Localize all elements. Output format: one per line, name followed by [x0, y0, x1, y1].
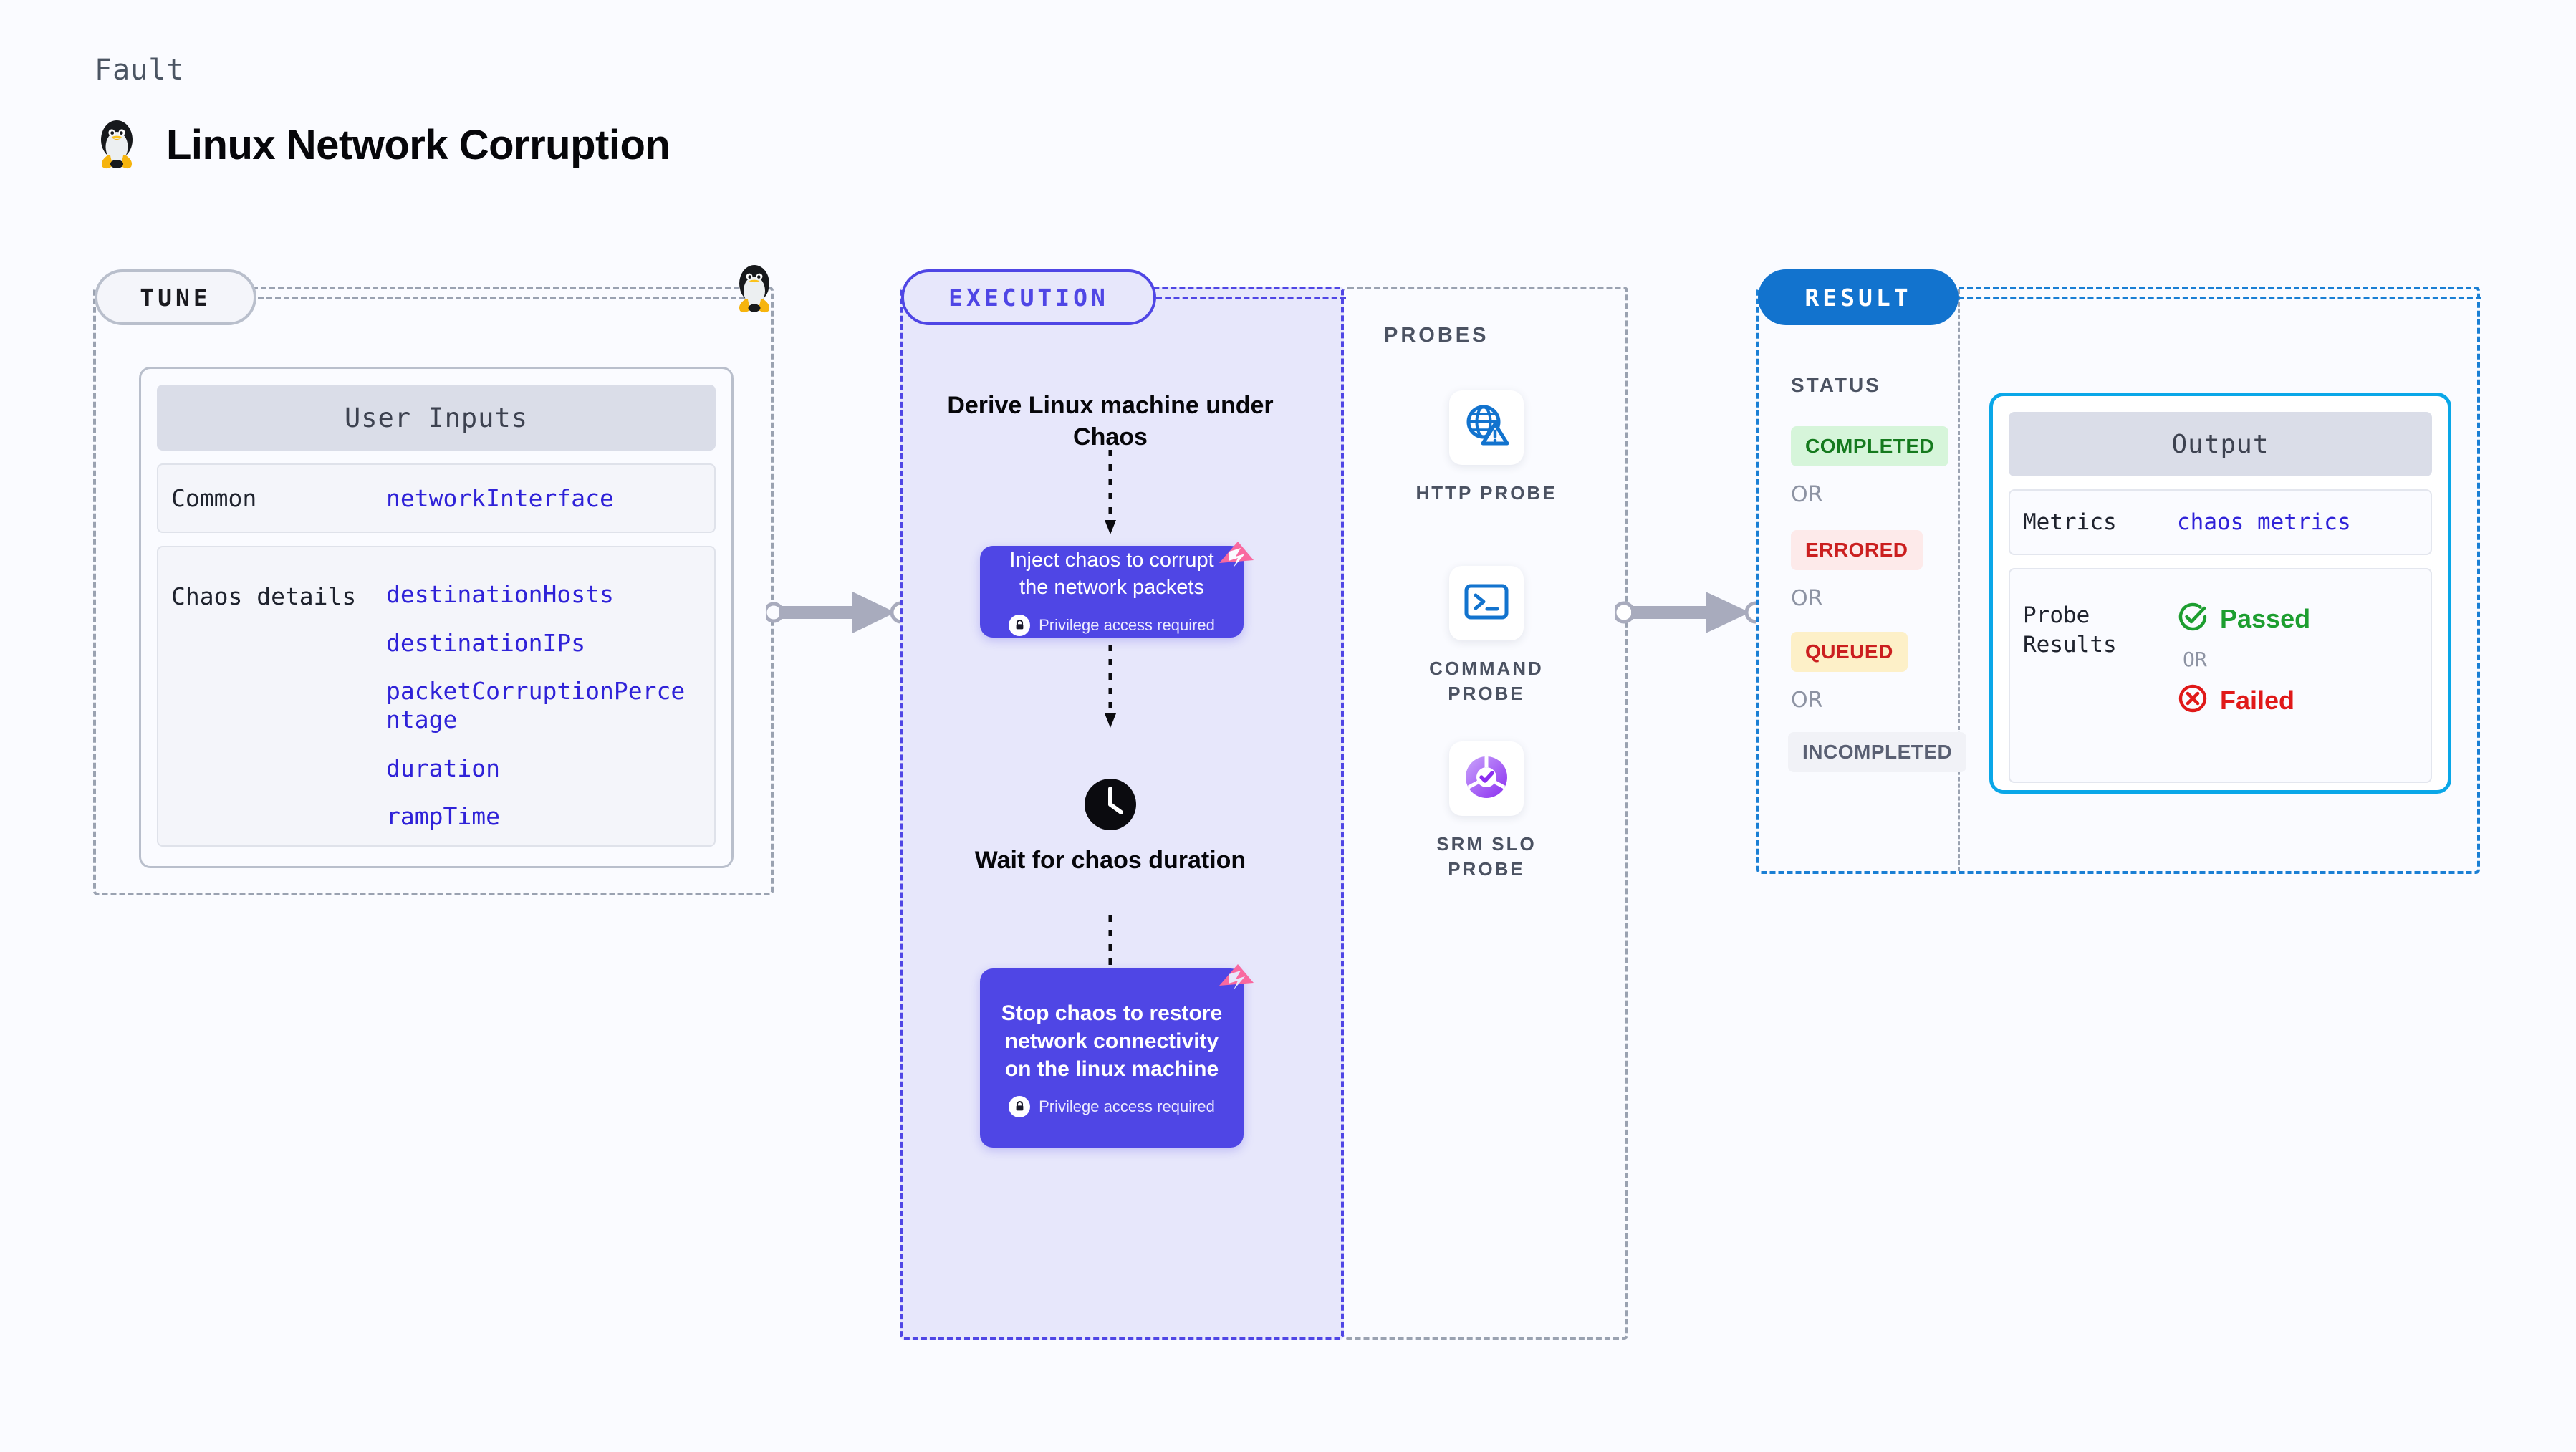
output-row-metrics: Metrics chaos metrics — [2009, 489, 2432, 556]
execution-node-inject-chaos[interactable]: Inject chaos to corrupt the network pack… — [980, 546, 1244, 638]
output-row-probe-results: Probe Results Passed OR — [2009, 568, 2432, 784]
connector-arrow-tune-to-execution — [763, 580, 913, 648]
fault-kicker: Fault — [95, 54, 185, 87]
probe-tile — [1449, 390, 1524, 465]
output-title: Output — [2009, 412, 2432, 476]
status-badge-errored: ERRORED — [1791, 530, 1923, 570]
tune-row-values: networkInterface — [386, 484, 614, 513]
output-row-label: Metrics — [2023, 509, 2117, 535]
execution-step-wait-title: Wait for chaos duration — [974, 847, 1246, 874]
check-circle-icon — [2177, 601, 2209, 636]
probe-tile — [1449, 566, 1524, 640]
tune-param: destinationHosts — [386, 580, 614, 609]
output-row-label: Probe Results — [2023, 602, 2117, 658]
lock-icon — [1009, 1095, 1031, 1117]
connector-arrow-execution-to-result — [1613, 580, 1767, 648]
output-row-value: chaos metrics — [2177, 509, 2351, 536]
slo-donut-check-icon — [1462, 753, 1511, 805]
status-badge-queued: QUEUED — [1791, 632, 1908, 672]
status-or-1: OR — [1791, 482, 1823, 507]
execution-node-label: Inject chaos to corrupt the network pack… — [1009, 549, 1214, 599]
flow-arrow-2 — [1102, 645, 1119, 733]
clock-icon — [1083, 777, 1138, 835]
flow-arrow-1 — [1102, 450, 1119, 539]
probe-label: SRM SLO PROBE — [1436, 833, 1537, 880]
tune-param: rampTime — [386, 802, 500, 831]
probe-item-command[interactable]: COMMAND PROBE — [1404, 566, 1569, 706]
privilege-note-label: Privilege access required — [1039, 1097, 1215, 1115]
user-inputs-title: User Inputs — [157, 385, 716, 451]
privilege-note: Privilege access required — [1009, 1095, 1215, 1117]
status-badge-incompleted: INCOMPLETED — [1788, 732, 1967, 772]
tune-stage-pill[interactable]: TUNE — [95, 269, 256, 325]
tune-row-values: destinationHosts destinationIPs packetCo… — [386, 580, 687, 831]
execution-top-connector — [1156, 297, 1346, 299]
globe-warning-icon — [1463, 403, 1510, 453]
chaos-flag-icon — [1212, 958, 1258, 1008]
tune-row-chaos-details: Chaos details destinationHosts destinati… — [157, 546, 716, 847]
result-status-divider — [1958, 289, 1960, 871]
lock-icon — [1009, 614, 1031, 636]
tune-param: duration — [386, 754, 500, 782]
tune-param: packetCorruptionPercentage — [386, 677, 686, 734]
probes-title: PROBES — [1384, 324, 1489, 347]
fault-title-row: Linux Network Corruption — [95, 118, 671, 171]
chaos-flag-icon — [1212, 536, 1258, 585]
output-card: Output Metrics chaos metrics Probe Resul… — [1989, 393, 2451, 794]
x-circle-icon — [2177, 683, 2209, 718]
probe-result-values: Passed OR Failed — [2177, 601, 2310, 718]
page-title: Linux Network Corruption — [166, 121, 671, 168]
tux-penguin-icon — [95, 118, 139, 171]
tune-param: networkInterface — [386, 484, 614, 512]
result-stage-pill[interactable]: RESULT — [1758, 269, 1959, 325]
execution-node-label: Stop chaos to restore network connectivi… — [1001, 1001, 1223, 1081]
status-or-2: OR — [1791, 586, 1823, 611]
status-or-3: OR — [1791, 688, 1823, 713]
privilege-note: Privilege access required — [1009, 614, 1215, 636]
probe-result-failed-label: Failed — [2220, 685, 2295, 715]
tune-row-common: Common networkInterface — [157, 463, 716, 534]
execution-stage-pill[interactable]: EXECUTION — [901, 269, 1156, 325]
probe-result-failed: Failed — [2177, 683, 2310, 718]
probe-result-passed-label: Passed — [2220, 603, 2311, 633]
probe-label: COMMAND PROBE — [1429, 658, 1544, 705]
execution-node-stop-chaos[interactable]: Stop chaos to restore network connectivi… — [980, 968, 1244, 1148]
tune-param: destinationIPs — [386, 628, 586, 657]
status-title: STATUS — [1791, 374, 1881, 396]
probe-result-passed: Passed — [2177, 601, 2310, 636]
execution-step-derive-title: Derive Linux machine under Chaos — [947, 392, 1274, 451]
status-badge-completed: COMPLETED — [1791, 426, 1949, 466]
tune-top-connector — [258, 297, 745, 299]
probe-result-or: OR — [2183, 648, 2207, 672]
probe-item-srm-slo[interactable]: SRM SLO PROBE — [1404, 741, 1569, 882]
user-inputs-card: User Inputs Common networkInterface Chao… — [139, 367, 734, 868]
terminal-icon — [1464, 582, 1509, 625]
privilege-note-label: Privilege access required — [1039, 615, 1215, 634]
tux-penguin-marker-icon — [732, 262, 777, 319]
probe-tile — [1449, 741, 1524, 816]
result-top-connector — [1959, 297, 2481, 299]
tune-row-label: Common — [171, 484, 257, 512]
probe-item-http[interactable]: HTTP PROBE — [1404, 390, 1569, 506]
tune-row-label: Chaos details — [171, 582, 357, 611]
probe-label: HTTP PROBE — [1416, 482, 1557, 504]
